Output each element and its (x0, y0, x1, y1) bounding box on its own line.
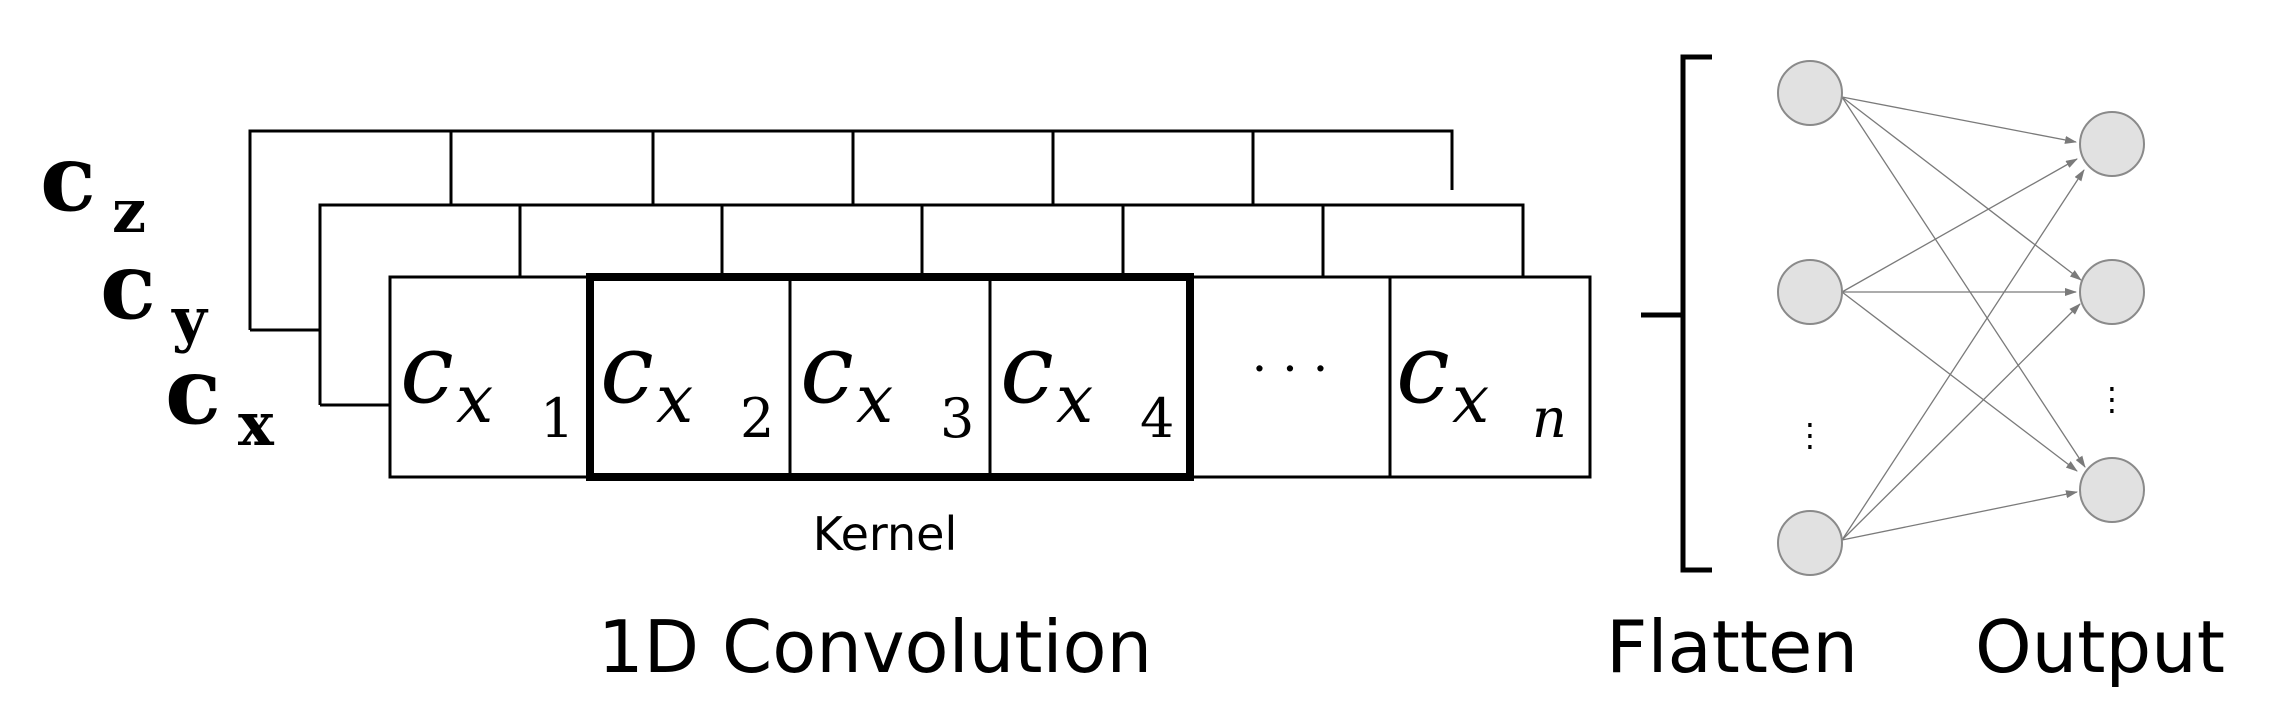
flatten-label: Flatten (1606, 605, 1858, 689)
cell-cxn (1388, 275, 1592, 479)
dense-network: ⋮ ⋮ (1777, 60, 2145, 576)
network-edges (1841, 96, 2086, 541)
cell-cx4 (988, 275, 1192, 479)
svg-text:3: 3 (940, 387, 974, 450)
convolution-label: 1D Convolution (598, 605, 1152, 689)
svg-text:c: c (400, 313, 454, 425)
channel-label-x: c x (165, 337, 275, 460)
svg-text:c: c (40, 124, 96, 232)
channel-label-z: c z (40, 124, 146, 247)
svg-text:z: z (112, 177, 146, 247)
cell-cxn-label: c x n (1396, 313, 1567, 450)
svg-text:4: 4 (1140, 387, 1174, 450)
cell-ellipsis (1188, 275, 1392, 479)
svg-text:x: x (456, 361, 493, 438)
output-neuron-n (2079, 457, 2145, 523)
svg-text:c: c (1396, 313, 1450, 425)
cell-cx2-label: c x 2 (600, 313, 774, 450)
svg-text:c: c (100, 232, 156, 340)
svg-text:c: c (165, 337, 221, 445)
cell-cx3 (788, 275, 992, 479)
svg-text:c: c (1000, 313, 1054, 425)
channel-layer-x (388, 275, 1592, 479)
cell-cx1-label: c x 1 (400, 313, 574, 450)
output-neuron-1 (2079, 111, 2145, 177)
channel-layer-z (248, 129, 1454, 332)
svg-text:1: 1 (540, 387, 574, 450)
svg-text:x: x (856, 361, 893, 438)
svg-text:y: y (171, 285, 209, 355)
cell-cx1 (388, 275, 592, 479)
cell-cx4-label: c x 4 (1000, 313, 1174, 450)
cell-ellipsis-label: · · · (1252, 341, 1328, 397)
output-label: Output (1975, 605, 2225, 689)
svg-text:c: c (600, 313, 654, 425)
svg-text:2: 2 (740, 387, 774, 450)
output-neuron-2 (2079, 259, 2145, 325)
input-neuron-1 (1777, 60, 1843, 126)
input-neuron-2 (1777, 259, 1843, 325)
cell-cx3-label: c x 3 (800, 313, 974, 450)
channel-label-y: c y (100, 232, 209, 355)
svg-text:x: x (1056, 361, 1093, 438)
input-neuron-n (1777, 510, 1843, 576)
svg-text:c: c (800, 313, 854, 425)
svg-text:x: x (238, 390, 275, 460)
channel-layer-y (318, 203, 1525, 407)
kernel-label: Kernel (813, 507, 958, 561)
input-ellipsis: ⋮ (1794, 416, 1826, 454)
flatten-bracket (1641, 54, 1712, 573)
svg-text:x: x (1452, 361, 1489, 438)
svg-text:x: x (656, 361, 693, 438)
kernel-box (586, 273, 1194, 481)
output-ellipsis: ⋮ (2096, 380, 2128, 418)
svg-text:n: n (1532, 387, 1567, 450)
